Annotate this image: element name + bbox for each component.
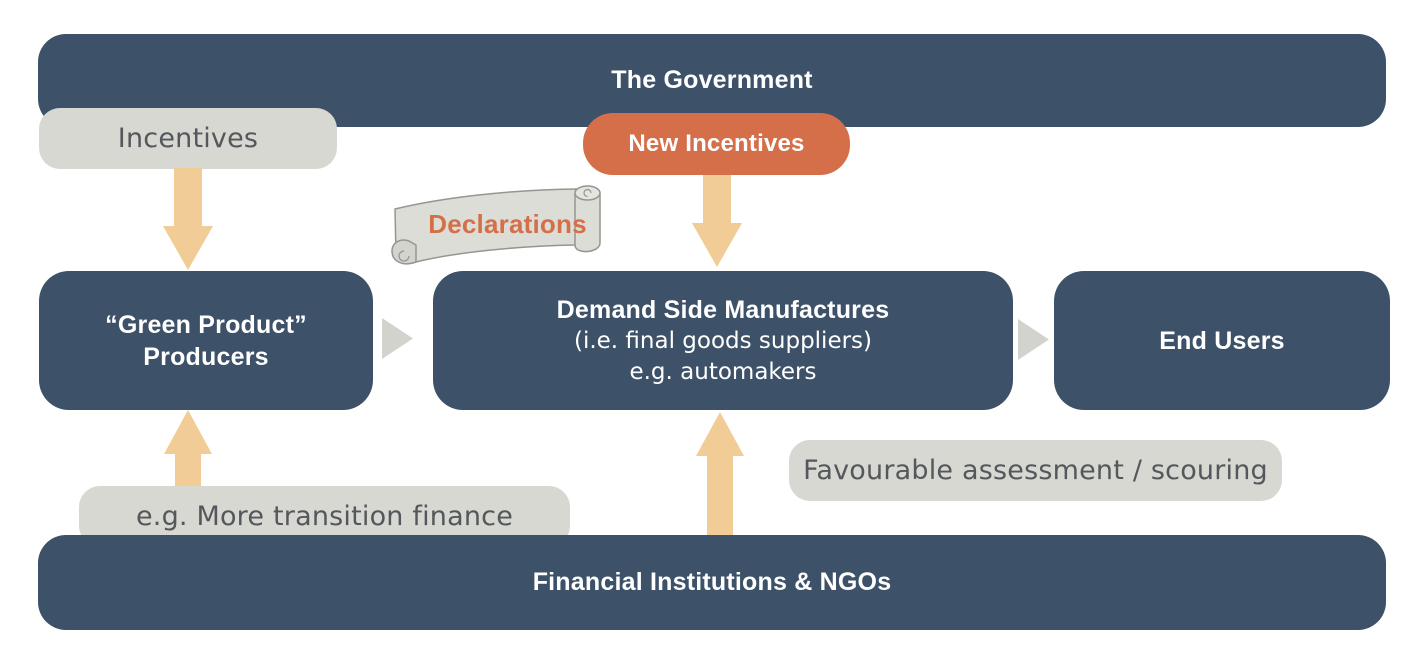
flow-triangle-demand-to-endusers-icon [1018,319,1049,360]
up-arrow-finance-to-demand-icon [696,412,744,535]
declarations-banner: Declarations [390,183,618,275]
favourable-assessment-label: Favourable assessment / scouring [803,455,1268,486]
up-arrow-finance-to-producers-icon [164,410,212,487]
demand-label-sub1: (i.e. final goods suppliers) [573,327,873,354]
producers-label-line2: Producers [143,342,269,371]
incentives-chip: Incentives [39,108,337,169]
government-label: The Government [611,66,813,94]
incentives-label: Incentives [117,123,259,154]
producers-label-line1: “Green Product” [105,310,307,339]
scroll-ribbon-icon [391,185,601,265]
end-users-label: End Users [1159,326,1285,355]
new-incentives-label: New Incentives [628,130,805,157]
new-incentives-chip: New Incentives [583,113,850,175]
demand-label-title: Demand Side Manufactures [556,295,890,324]
down-arrow-incentives-to-producers-icon [163,168,213,270]
declarations-label: Declarations [428,209,587,239]
demand-box: Demand Side Manufactures (i.e. final goo… [433,271,1013,410]
down-arrow-new-incentives-to-demand-icon [692,175,742,267]
financial-label: Financial Institutions & NGOs [532,568,892,596]
producers-box: “Green Product” Producers [39,271,373,410]
demand-label-sub2: e.g. automakers [629,358,817,385]
flow-triangle-producers-to-demand-icon [382,318,413,359]
transition-finance-label: e.g. More transition finance [135,501,514,532]
end-users-box: End Users [1054,271,1390,410]
financial-bar: Financial Institutions & NGOs [38,535,1386,630]
favourable-assessment-chip: Favourable assessment / scouring [789,440,1282,501]
